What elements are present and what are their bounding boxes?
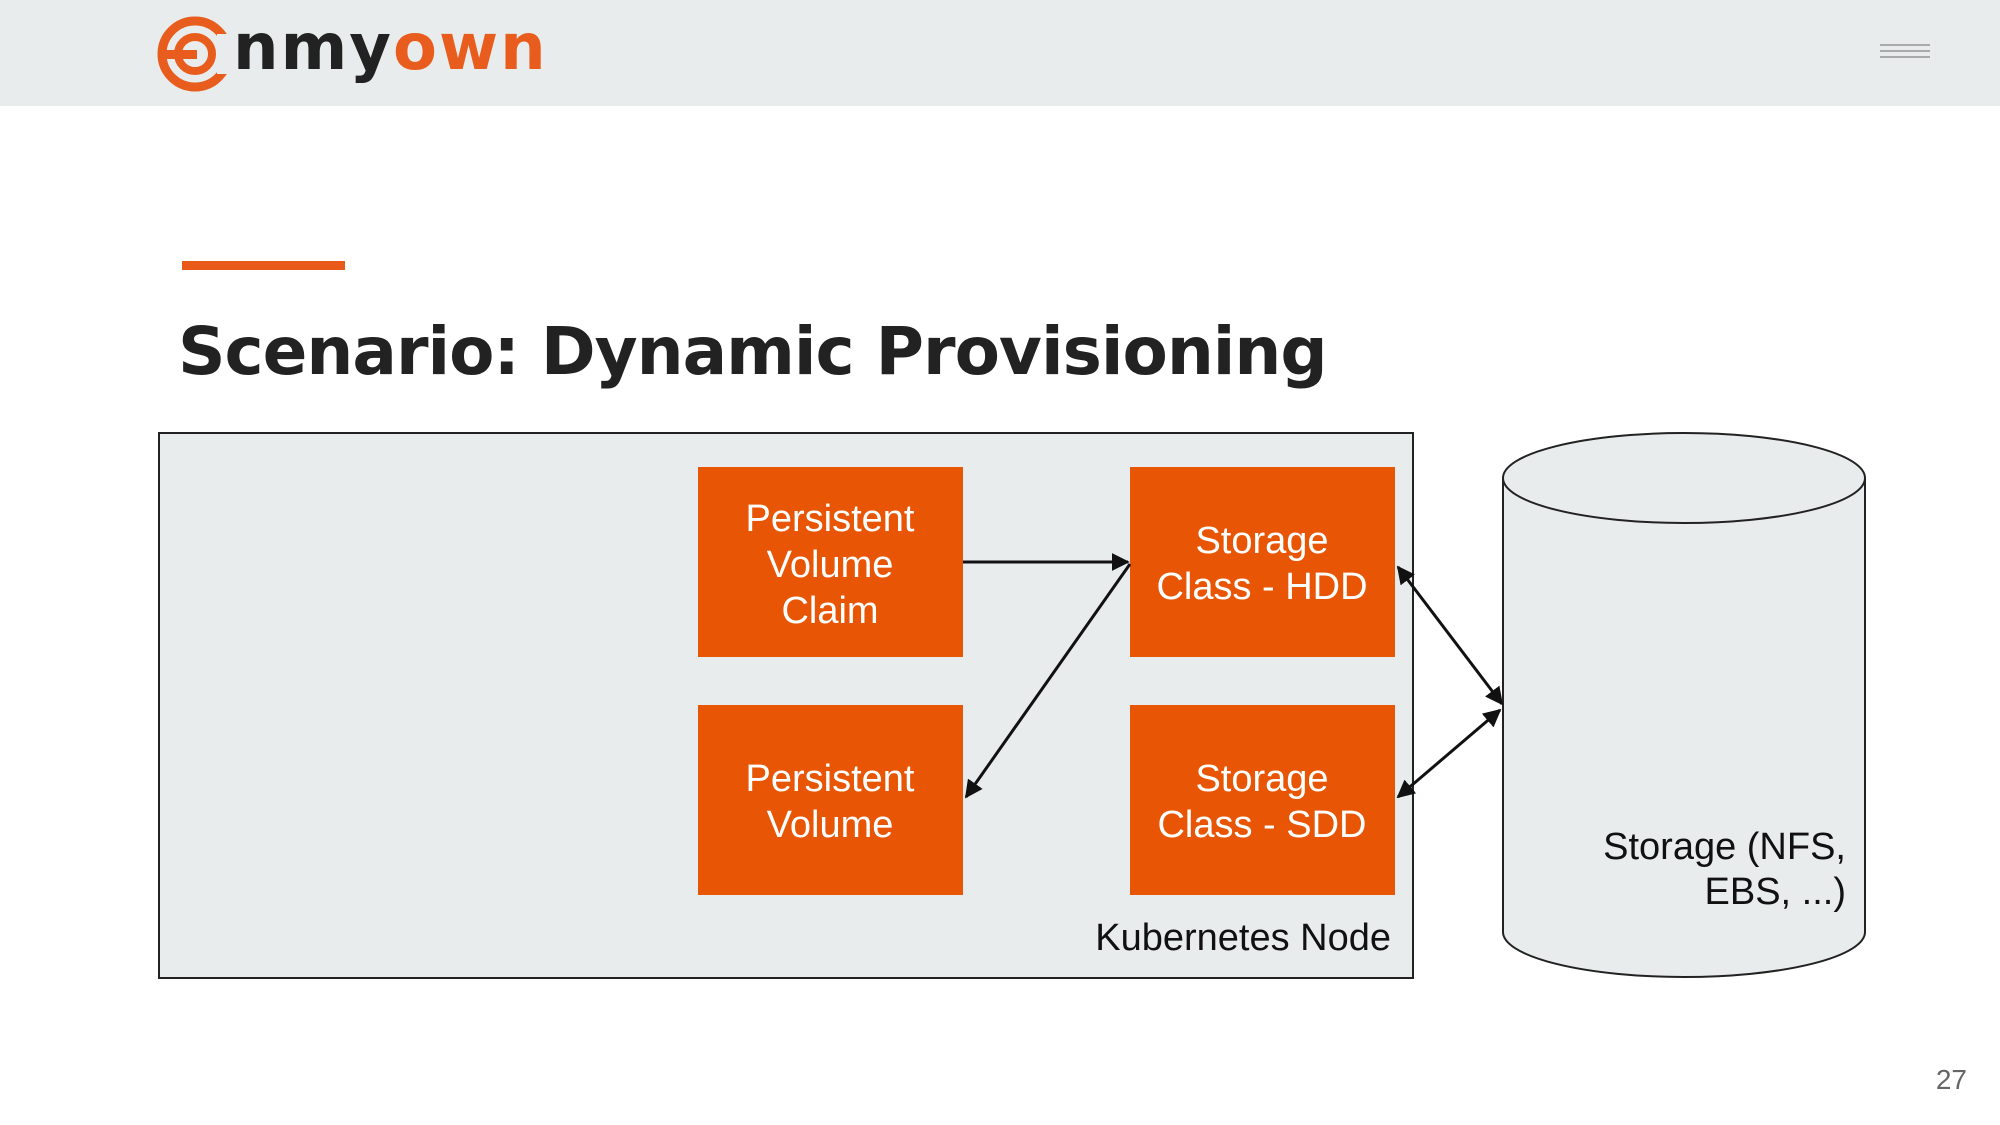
- storage-label-line-1: Storage (NFS,: [1603, 826, 1846, 868]
- logo-text-accent: own: [392, 11, 548, 85]
- pvc-line-2: Volume: [767, 544, 894, 586]
- sc-hdd-line-1: Storage: [1195, 520, 1328, 562]
- logo-wordmark: nmyown: [233, 8, 548, 88]
- slide-title: Scenario: Dynamic Provisioning: [178, 313, 1328, 390]
- pv-line-2: Volume: [767, 804, 894, 846]
- pv-line-1: Persistent: [746, 758, 915, 800]
- persistent-volume-box: Persistent Volume: [698, 705, 963, 895]
- hamburger-menu-icon[interactable]: [1880, 44, 1930, 66]
- pvc-line-1: Persistent: [746, 498, 915, 540]
- title-accent-bar: [182, 261, 345, 270]
- page-number: 27: [1935, 1064, 1967, 1095]
- storage-class-hdd-box: Storage Class - HDD: [1130, 467, 1395, 657]
- storage-cylinder: Storage (NFS, EBS, ...): [1502, 432, 1866, 978]
- logo-text-main: nmy: [233, 11, 393, 85]
- storage-label-line-2: EBS, ...): [1705, 871, 1846, 913]
- persistent-volume-claim-box: Persistent Volume Claim: [698, 467, 963, 657]
- pvc-line-3: Claim: [781, 590, 878, 632]
- logo-mark-icon: [157, 16, 233, 92]
- brand-logo[interactable]: nmyown: [155, 11, 546, 94]
- sc-sdd-line-2: Class - SDD: [1157, 804, 1366, 846]
- arrow-sc-sdd-storage: [1396, 708, 1502, 799]
- arrow-sc-hdd-storage: [1396, 565, 1504, 706]
- sc-hdd-line-2: Class - HDD: [1156, 566, 1367, 608]
- kubernetes-node-label: Kubernetes Node: [1095, 917, 1391, 959]
- sc-sdd-line-1: Storage: [1195, 758, 1328, 800]
- header-bar: nmyown: [0, 0, 2000, 106]
- arrow-sc-hdd-to-pv: [964, 563, 1132, 799]
- storage-class-sdd-box: Storage Class - SDD: [1130, 705, 1395, 895]
